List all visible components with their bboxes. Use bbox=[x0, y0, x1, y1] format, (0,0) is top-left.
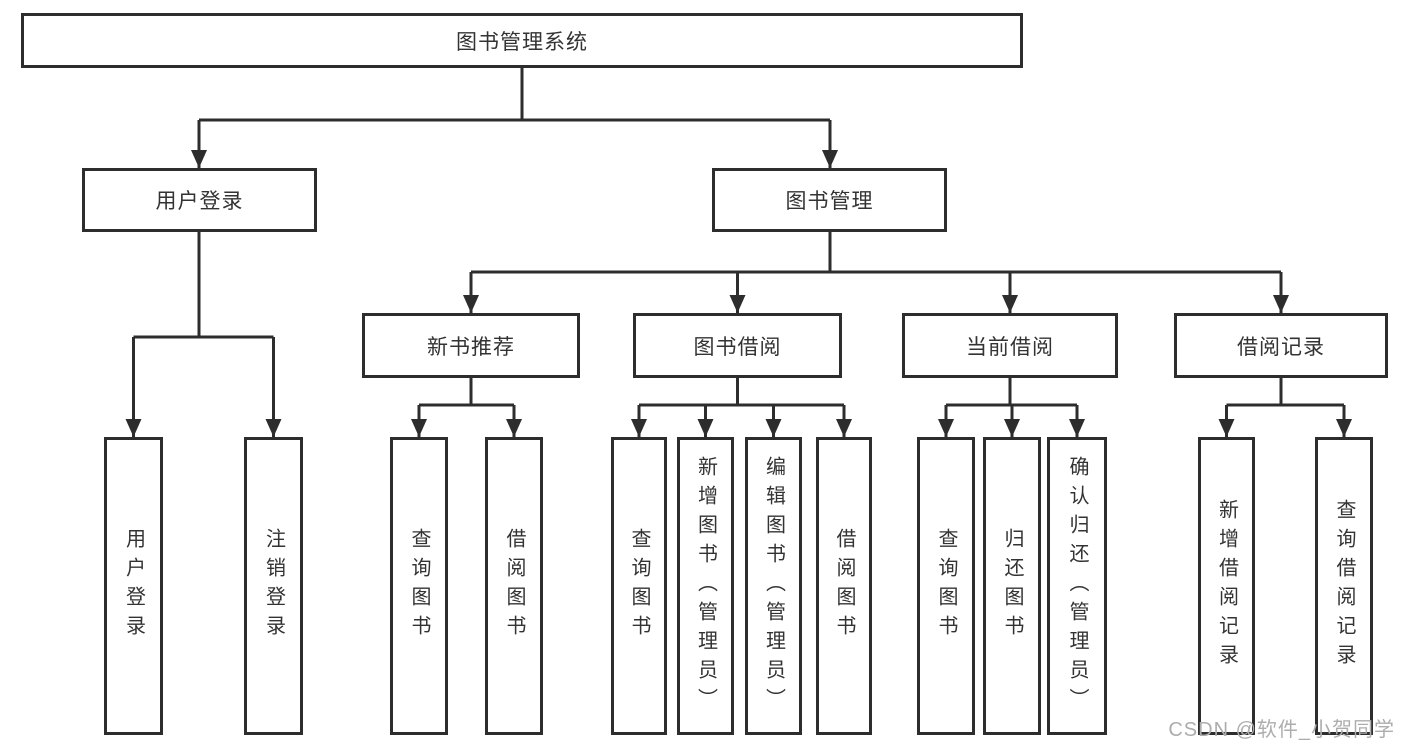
connector-user-login-trunk bbox=[133, 232, 274, 339]
leaf-query-book-a: 查询图书 bbox=[390, 437, 448, 735]
connector-book-management-trunk bbox=[471, 232, 1281, 274]
node-book-borrow: 图书借阅 bbox=[633, 313, 842, 378]
leaf-query-book-b: 查询图书 bbox=[611, 437, 667, 735]
connector-borrow-record-trunk bbox=[1226, 378, 1344, 407]
leaf-edit-book-admin: 编辑图书（管理员） bbox=[745, 437, 802, 735]
node-new-book-recommend: 新书推荐 bbox=[362, 313, 580, 378]
leaf-user-login: 用户登录 bbox=[104, 437, 163, 735]
node-current-borrow: 当前借阅 bbox=[902, 313, 1118, 378]
leaf-add-borrow-record: 新增借阅记录 bbox=[1198, 437, 1255, 735]
leaf-logout: 注销登录 bbox=[244, 437, 303, 735]
connector-book-borrow-trunk bbox=[639, 378, 844, 407]
leaf-query-book-c: 查询图书 bbox=[917, 437, 975, 735]
connector-current-borrow-trunk bbox=[946, 378, 1077, 407]
leaf-borrow-book-a: 借阅图书 bbox=[485, 437, 543, 735]
connector-root-trunk bbox=[199, 68, 830, 122]
leaf-query-borrow-record: 查询借阅记录 bbox=[1315, 437, 1373, 735]
connector-new-book-trunk bbox=[419, 378, 514, 407]
leaf-borrow-book-b: 借阅图书 bbox=[816, 437, 872, 735]
node-root: 图书管理系统 bbox=[21, 13, 1023, 68]
node-borrow-record: 借阅记录 bbox=[1174, 313, 1388, 378]
node-user-login: 用户登录 bbox=[82, 168, 317, 232]
leaf-add-book-admin: 新增图书（管理员） bbox=[677, 437, 734, 735]
watermark: CSDN @软件_小贺同学 bbox=[1168, 719, 1395, 741]
leaf-return-book: 归还图书 bbox=[983, 437, 1041, 735]
leaf-confirm-return-admin: 确认归还（管理员） bbox=[1047, 437, 1107, 735]
node-book-management: 图书管理 bbox=[712, 168, 947, 232]
